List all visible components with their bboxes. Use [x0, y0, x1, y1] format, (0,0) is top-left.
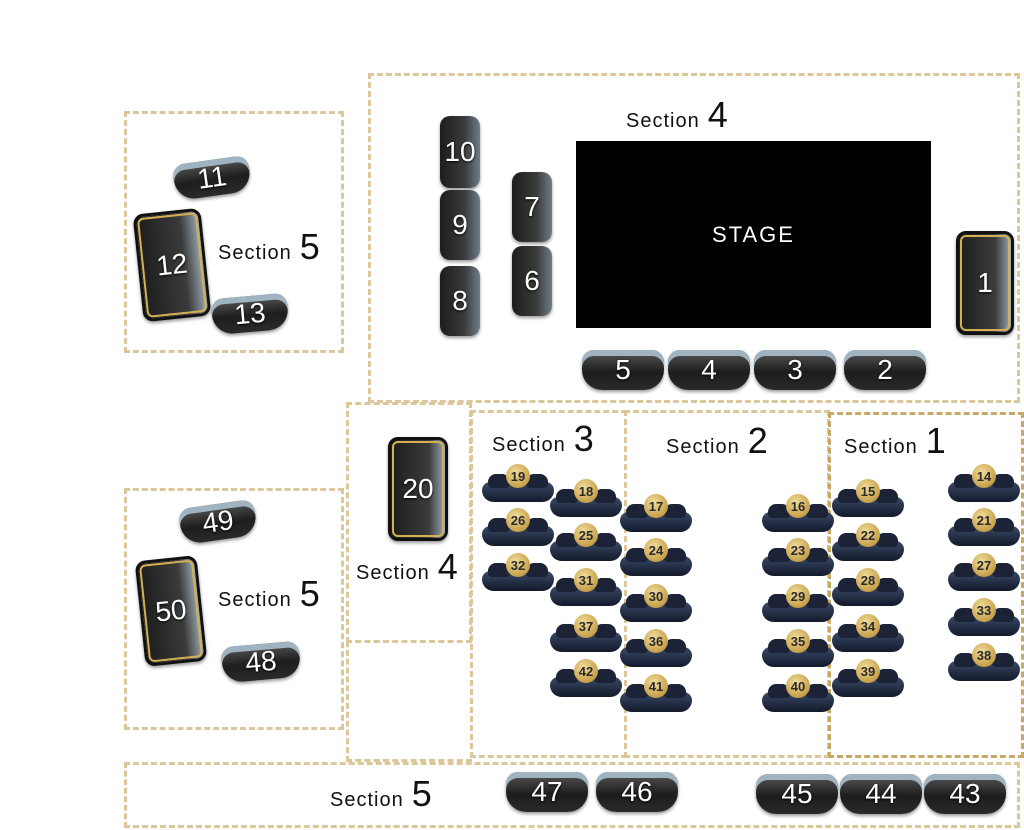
- table-14[interactable]: 14: [948, 464, 1020, 502]
- table-36[interactable]: 36: [620, 629, 692, 667]
- table-26[interactable]: 26: [482, 508, 554, 546]
- table-35[interactable]: 35: [762, 629, 834, 667]
- sofa-44[interactable]: 44: [840, 774, 922, 814]
- sofa-20[interactable]: 20: [388, 437, 448, 541]
- table-29[interactable]: 29: [762, 584, 834, 622]
- table-17[interactable]: 17: [620, 494, 692, 532]
- table-22[interactable]: 22: [832, 523, 904, 561]
- sofa-10[interactable]: 10: [440, 116, 480, 188]
- sofa-4[interactable]: 4: [668, 350, 750, 390]
- table-15[interactable]: 15: [832, 479, 904, 517]
- table-37[interactable]: 37: [550, 614, 622, 652]
- stage-label: STAGE: [712, 221, 795, 247]
- sofa-47[interactable]: 47: [506, 772, 588, 812]
- table-23[interactable]: 23: [762, 538, 834, 576]
- sofa-12[interactable]: 12: [132, 207, 212, 323]
- table-33[interactable]: 33: [948, 598, 1020, 636]
- sofa-46[interactable]: 46: [596, 772, 678, 812]
- table-16[interactable]: 16: [762, 494, 834, 532]
- table-34[interactable]: 34: [832, 614, 904, 652]
- sofa-43[interactable]: 43: [924, 774, 1006, 814]
- section-4-top-zone: [368, 73, 1020, 403]
- table-21[interactable]: 21: [948, 508, 1020, 546]
- table-42[interactable]: 42: [550, 659, 622, 697]
- table-41[interactable]: 41: [620, 674, 692, 712]
- table-18[interactable]: 18: [550, 479, 622, 517]
- sofa-7[interactable]: 7: [512, 172, 552, 242]
- table-39[interactable]: 39: [832, 659, 904, 697]
- section-5-mid-zone: [124, 488, 344, 730]
- table-30[interactable]: 30: [620, 584, 692, 622]
- section-5-top-zone: [124, 111, 344, 353]
- sofa-5[interactable]: 5: [582, 350, 664, 390]
- section-1-zone: [828, 412, 1024, 758]
- sofa-1[interactable]: 1: [956, 231, 1014, 335]
- sofa-6[interactable]: 6: [512, 246, 552, 316]
- table-27[interactable]: 27: [948, 553, 1020, 591]
- table-38[interactable]: 38: [948, 643, 1020, 681]
- section-5-bottom-zone: [124, 762, 1020, 828]
- table-40[interactable]: 40: [762, 674, 834, 712]
- table-25[interactable]: 25: [550, 523, 622, 561]
- table-31[interactable]: 31: [550, 568, 622, 606]
- sofa-50[interactable]: 50: [134, 555, 208, 667]
- table-24[interactable]: 24: [620, 538, 692, 576]
- table-28[interactable]: 28: [832, 568, 904, 606]
- sofa-2[interactable]: 2: [844, 350, 926, 390]
- sofa-3[interactable]: 3: [754, 350, 836, 390]
- sofa-9[interactable]: 9: [440, 190, 480, 260]
- table-19[interactable]: 19: [482, 464, 554, 502]
- table-32[interactable]: 32: [482, 553, 554, 591]
- sofa-45[interactable]: 45: [756, 774, 838, 814]
- sofa-8[interactable]: 8: [440, 266, 480, 336]
- stage: STAGE: [576, 141, 931, 328]
- section-4-lower-zone: [346, 641, 472, 762]
